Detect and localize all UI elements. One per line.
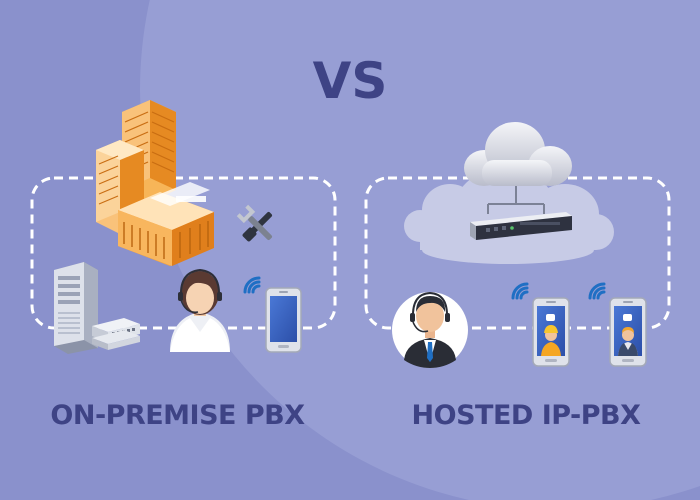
wifi-signal-icon xyxy=(511,282,529,300)
agent-headset-icon xyxy=(392,291,468,368)
smartphone-icon xyxy=(265,287,302,353)
rack-server-icon xyxy=(470,212,572,240)
tools-icon xyxy=(236,204,273,242)
hosted-caption: HOSTED IP-PBX xyxy=(411,400,641,431)
on-premise-caption: ON-PREMISE PBX xyxy=(50,400,305,431)
smartphone-businessman-icon xyxy=(609,297,647,367)
wifi-signal-icon xyxy=(588,282,606,300)
operator-headset-icon xyxy=(170,268,230,352)
smartphone-worker-icon xyxy=(532,297,570,367)
right-dashed-frame xyxy=(364,176,671,330)
vs-heading: VS xyxy=(312,52,388,110)
office-building-icon xyxy=(96,100,214,266)
server-tower-icon xyxy=(54,262,98,354)
wifi-signal-icon xyxy=(243,276,261,294)
network-switch-icon xyxy=(92,318,140,350)
cloud-icon xyxy=(464,122,572,214)
